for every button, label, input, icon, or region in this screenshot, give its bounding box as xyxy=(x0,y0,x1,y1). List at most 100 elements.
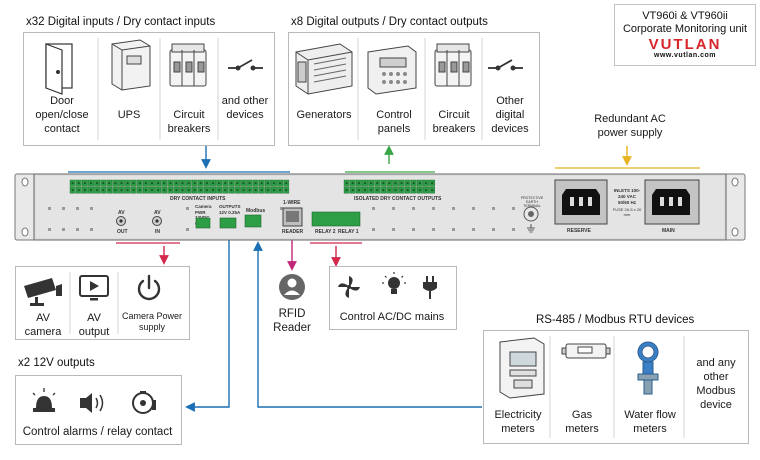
vent-hole xyxy=(412,207,415,210)
brand-subtitle: Corporate Monitoring unit xyxy=(622,23,748,35)
brand-model-line: VT960i & VT960ii xyxy=(642,10,728,22)
label-av-in: IN xyxy=(155,229,160,235)
vent-hole xyxy=(512,207,515,210)
vent-hole xyxy=(472,207,475,210)
fan-icon xyxy=(338,276,360,298)
vent-hole xyxy=(432,207,435,210)
label-isolated-outputs: ISOLATED DRY CONTACT OUTPUTS xyxy=(354,196,442,202)
label-av-out-title: AV xyxy=(118,210,125,216)
speaker-icon xyxy=(80,393,104,413)
av-item-label-output: AV output xyxy=(78,312,110,338)
av-item-label-camera: AV camera xyxy=(24,312,62,338)
generator-icon xyxy=(295,43,353,95)
vent-hole xyxy=(492,228,495,231)
label-one-wire: 1-WIRE xyxy=(283,200,301,206)
vent-hole xyxy=(392,228,395,231)
inputs-group-title: x32 Digital inputs / Dry contact inputs xyxy=(26,16,216,28)
output-item-label-breakers: Circuit breakers xyxy=(432,109,476,135)
beacon-icon xyxy=(32,388,56,412)
brand-logo: VUTLAN xyxy=(648,36,722,53)
outputs-group-title: x8 Digital outputs / Dry contact outputs xyxy=(291,16,488,28)
outputs-12v-label: Control alarms / relay contact xyxy=(22,426,173,438)
label-earth-note: PROTECTIVE EARTH TERMINAL xyxy=(520,196,544,208)
vent-hole xyxy=(492,207,495,210)
vent-hole xyxy=(512,228,515,231)
output-item-label-control-panels: Control panels xyxy=(376,109,412,135)
av-out-connector xyxy=(116,216,126,226)
vent-hole xyxy=(452,207,455,210)
vent-hole xyxy=(76,228,79,231)
camera-icon xyxy=(24,278,62,306)
vent-hole xyxy=(372,207,375,210)
label-av-out: OUT xyxy=(117,229,128,235)
vent-hole xyxy=(48,207,51,210)
rfid-label: RFID Reader xyxy=(273,308,311,334)
vent-hole xyxy=(372,228,375,231)
label-av-in-title: AV xyxy=(154,210,161,216)
input-item-label-door: Door open/close contact xyxy=(35,95,89,135)
label-reader: READER xyxy=(282,229,304,235)
output-item-label-other: Other digital devices xyxy=(491,95,529,135)
power-label: Redundant AC power supply xyxy=(594,113,666,139)
label-reserve: RESERVE xyxy=(567,228,591,234)
gas-meter-icon xyxy=(561,343,611,359)
ups-icon xyxy=(111,39,151,91)
modbus-group-title: RS-485 / Modbus RTU devices xyxy=(536,314,695,326)
input-item-label-breakers: Circuit breakers xyxy=(167,109,211,135)
vent-hole xyxy=(62,207,65,210)
vent-hole xyxy=(280,207,283,210)
brand-url: www.vutlan.com xyxy=(654,52,716,59)
vent-hole xyxy=(90,228,93,231)
water-flow-meter-icon xyxy=(637,341,659,395)
circuit-breaker-icon xyxy=(169,43,207,87)
vent-hole xyxy=(412,228,415,231)
av-group-box xyxy=(15,266,190,340)
electricity-meter-icon xyxy=(499,337,545,399)
label-outputs-12v: OUTPUTS 12V 0.25A xyxy=(219,204,241,215)
switch-icon xyxy=(488,59,523,71)
control-panel-icon xyxy=(367,45,417,95)
door-icon xyxy=(45,43,73,95)
outputs-12v-title: x2 12V outputs xyxy=(18,357,95,369)
label-main: MAIN xyxy=(662,228,675,234)
label-relay1: RELAY 1 xyxy=(338,229,359,235)
input-item-label-ups: UPS xyxy=(117,109,141,121)
control-ac-label: Control AC/DC mains xyxy=(339,311,445,323)
modbus-item-label-other: and any other Modbus device xyxy=(696,357,736,411)
vent-hole xyxy=(62,228,65,231)
vent-hole xyxy=(186,228,189,231)
main-inlet xyxy=(644,179,700,225)
output-item-label-generators: Generators xyxy=(296,109,352,121)
modbus-item-label-water: Water flow meters xyxy=(624,409,676,435)
vent-hole xyxy=(392,207,395,210)
plug-icon xyxy=(423,276,437,299)
user-icon xyxy=(279,274,305,300)
bell-icon xyxy=(132,391,156,414)
modbus-item-label-electricity: Electricity meters xyxy=(494,409,542,435)
modbus-item-label-gas: Gas meters xyxy=(565,409,599,435)
brand-box: VT960i & VT960ii Corporate Monitoring un… xyxy=(614,4,756,66)
rj45-reader-port xyxy=(282,207,303,227)
input-item-label-other: and other devices xyxy=(221,95,269,121)
circuit-breaker-icon xyxy=(434,43,472,87)
power-icon xyxy=(137,274,161,301)
vent-hole xyxy=(90,207,93,210)
vent-hole xyxy=(472,228,475,231)
reserve-inlet xyxy=(554,179,608,225)
vent-hole xyxy=(186,207,189,210)
label-relay2: RELAY 2 xyxy=(315,229,336,235)
monitor-icon xyxy=(79,275,109,301)
av-item-label-camera-power: Camera Power supply xyxy=(121,311,183,332)
lamp-icon xyxy=(382,272,406,294)
